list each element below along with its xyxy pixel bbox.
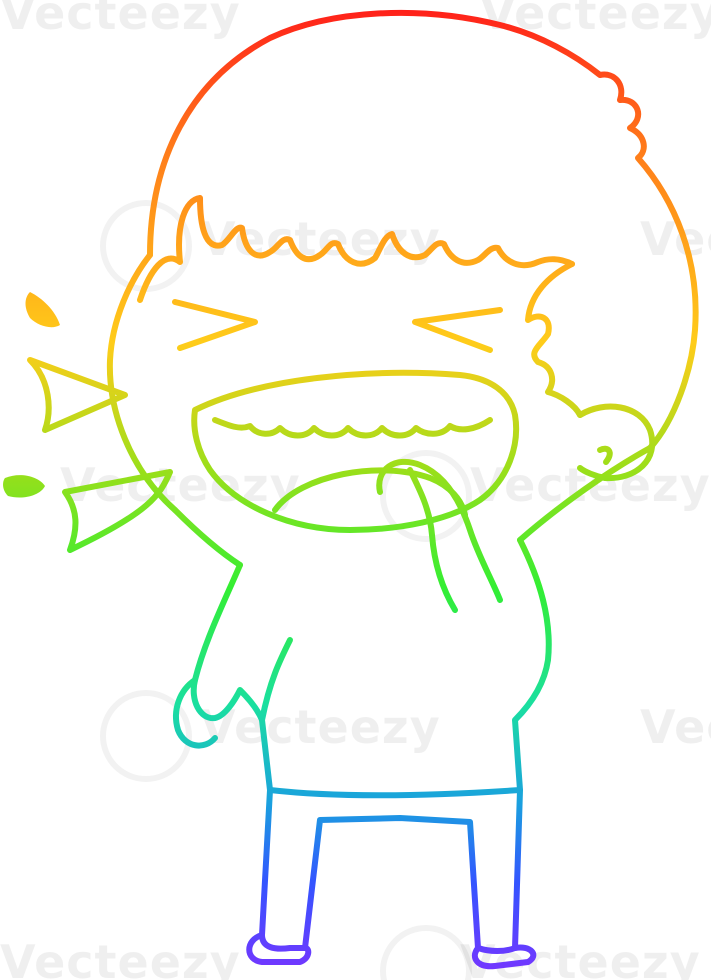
face-left-outline [106,252,178,513]
neck-left [172,507,243,568]
right-shoe [471,944,537,970]
hand-fingers [407,467,458,613]
pants-outline [259,787,523,954]
ear-inner [597,445,613,465]
tear-drop-top [25,292,60,328]
laugh-mark-lower [62,469,173,553]
laugh-mark-upper [27,357,128,433]
hand [376,458,503,603]
hair-fringe [137,195,575,303]
tear-drop-bottom [3,475,45,498]
shirt-outline [190,537,552,799]
ear [577,403,656,482]
hair-outline [147,9,699,451]
mouth-outline [191,369,520,533]
sideburn [525,261,583,418]
left-hand [173,677,218,749]
left-shoe [246,932,312,965]
neck-right [517,445,653,543]
left-eye [172,299,258,351]
right-eye [412,307,503,353]
upper-teeth [212,417,493,439]
arm-crease [259,637,293,723]
